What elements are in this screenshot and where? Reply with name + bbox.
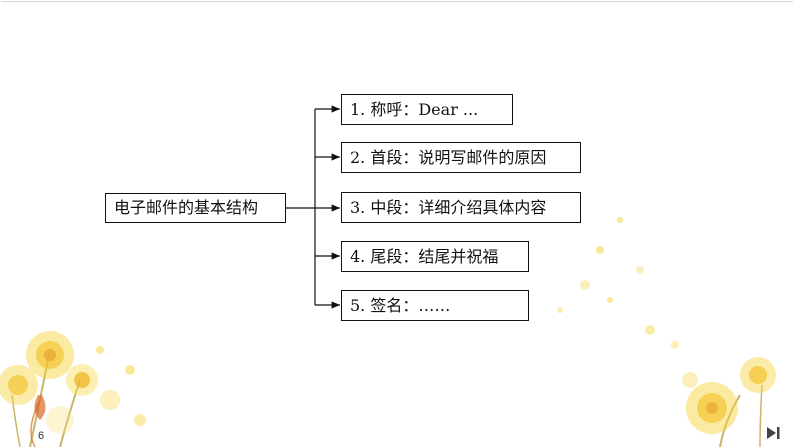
page-number: 6 [38,430,45,442]
branch-node-4: 4. 尾段：结尾并祝福 [341,241,529,272]
branch-node-5: 5. 签名：…… [341,290,529,321]
branch-node-1: 1. 称呼：Dear ... [341,94,513,125]
branch-node-3: 3. 中段：详细介绍具体内容 [341,192,581,223]
flower-cluster-left [0,331,146,447]
skip-forward-icon[interactable] [764,424,784,442]
root-node: 电子邮件的基本结构 [105,193,286,223]
branch-node-2: 2. 首段：说明写邮件的原因 [341,142,581,173]
flower-cluster-right [557,217,776,447]
